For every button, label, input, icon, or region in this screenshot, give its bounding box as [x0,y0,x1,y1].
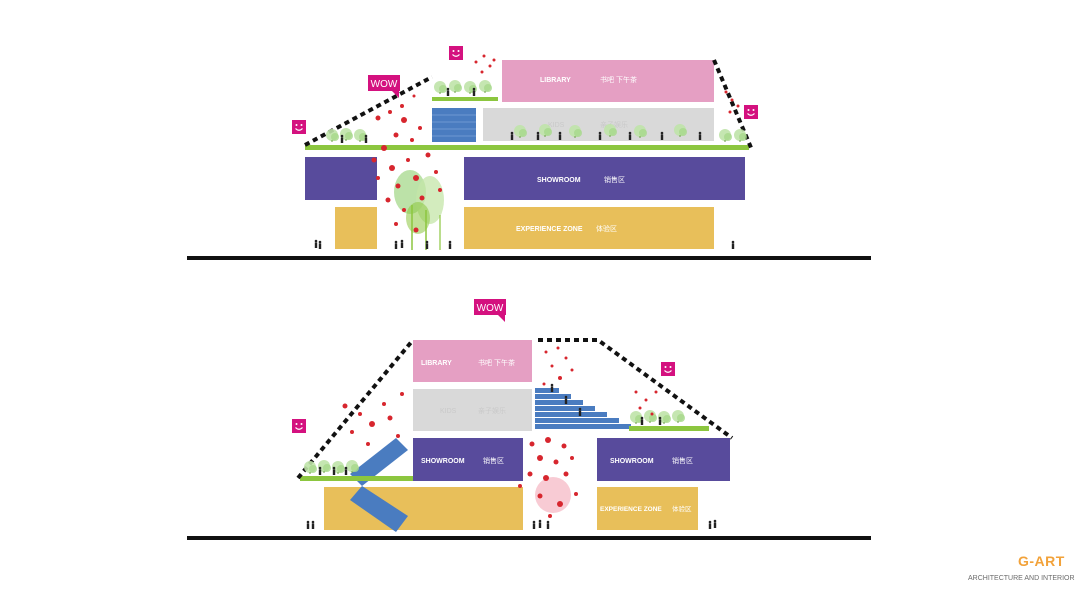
kids-block [413,389,532,431]
kids-label-cn: 亲子娱乐 [478,406,506,415]
smiley-icon [291,119,307,135]
left-green-deck [300,476,413,481]
showroom-left-label: SHOWROOM [421,458,465,465]
smiley-icon [291,418,307,434]
library-block [502,60,714,102]
experience-left-block [324,487,523,530]
ramp-chevron [350,438,408,532]
activity-dots-top [371,54,740,233]
showroom-block [464,157,745,200]
brand-name: G-ART [1018,553,1065,569]
showroom-left-block [413,438,523,481]
wow-badge-bottom: WOW [474,299,506,322]
stair-block [432,108,476,142]
showroom-label-cn: 销售区 [604,175,625,184]
showroom-right-label: SHOWROOM [610,458,654,465]
smiley-icon [743,104,759,120]
experience-block [464,207,714,249]
ground-line [187,536,871,540]
activity-dots-bottom [342,346,658,518]
kids-label: KIDS [440,408,457,415]
roof-outline-left [296,338,415,480]
roof-outline-left [304,75,433,147]
experience-label: EXPERIENCE ZONE [516,226,583,233]
stair-steps [535,388,631,429]
kids-label-cn: 亲子娱乐 [600,120,628,129]
roof-green-deck [305,145,749,150]
smiley-icon [448,45,464,61]
bottom-section: LIBRARY 书吧 下午茶 KIDS 亲子娱乐 SHOWROOM 销售区 SH… [187,299,871,540]
showroom-left-block [305,157,377,200]
library-label-cn: 书吧 下午茶 [600,75,637,84]
ground-line [187,256,871,260]
experience-label-cn: 体验区 [596,224,617,233]
wow-badge-top: WOW [368,75,400,98]
showroom-right-label-cn: 销售区 [672,456,693,465]
experience-label-cn: 体验区 [672,504,692,513]
library-label: LIBRARY [540,77,571,84]
experience-left-block [335,207,377,249]
smiley-icon [660,361,676,377]
library-label-cn: 书吧 下午茶 [478,358,515,367]
kids-label: KIDS [548,122,565,129]
upper-green-deck [432,97,498,101]
top-section: LIBRARY 书吧 下午茶 KIDS 亲子娱乐 SHOWROOM 销售区 EX… [187,45,871,260]
experience-label: EXPERIENCE ZONE [600,506,662,513]
atrium-trees [394,170,444,250]
library-block [413,340,532,382]
library-label: LIBRARY [421,360,452,367]
experience-block [597,487,698,530]
showroom-label: SHOWROOM [537,177,581,184]
brand-tagline: ARCHITECTURE AND INTERIOR [968,575,1075,582]
wow-label-top: WOW [371,79,398,90]
brand-logo: G-ART ARCHITECTURE AND INTERIOR [968,553,1075,582]
showroom-left-label-cn: 销售区 [483,456,504,465]
roof-outline-right [538,338,734,440]
showroom-right-block [597,438,730,481]
wow-label-bottom: WOW [477,303,504,314]
right-green-deck [629,426,709,431]
